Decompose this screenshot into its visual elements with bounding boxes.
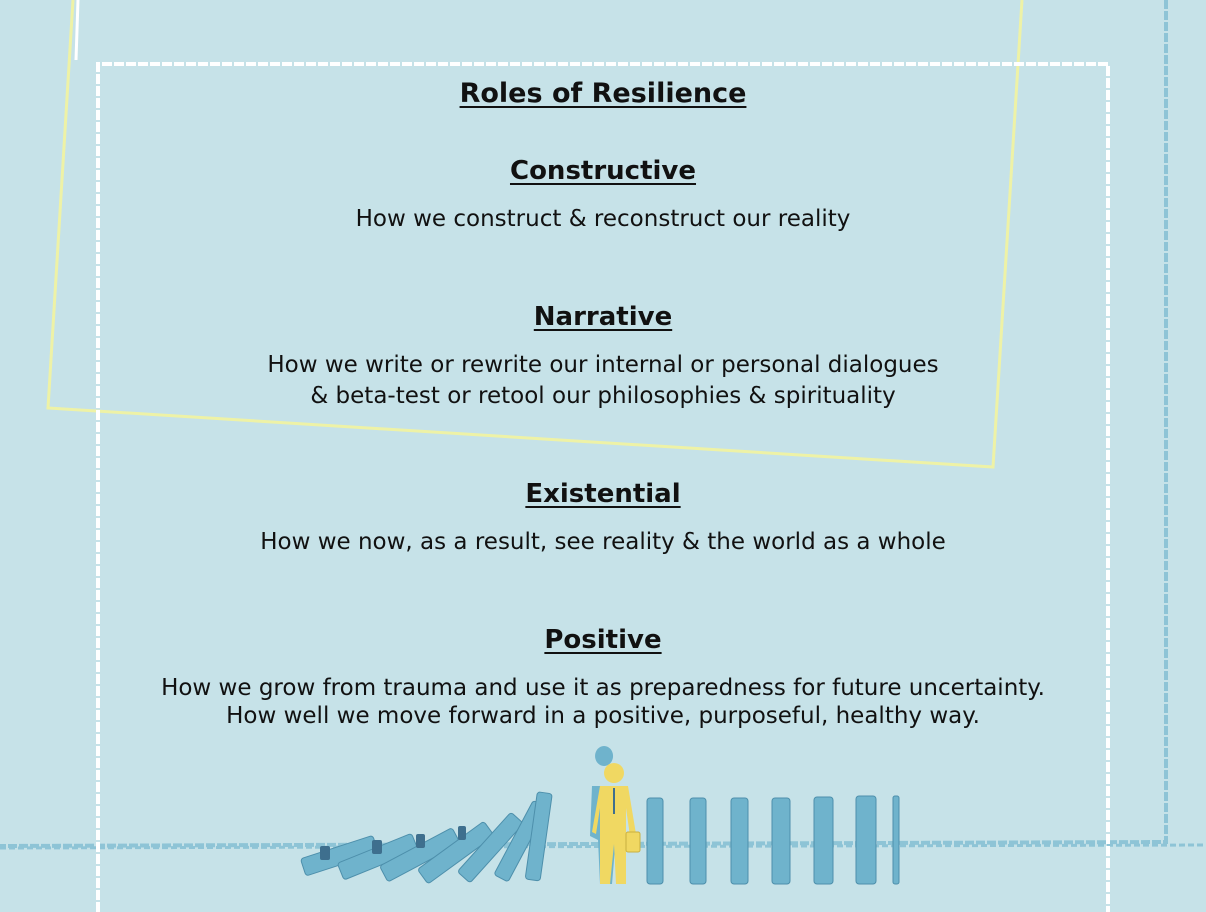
domino-standing <box>689 797 707 885</box>
domino-fallen <box>380 828 460 882</box>
section-text: How we now, as a result, see reality & t… <box>260 529 946 555</box>
domino-fallen <box>418 821 494 884</box>
section-heading: Positive <box>544 625 662 655</box>
content-area: Roles of Resilience Constructive How we … <box>161 78 1045 729</box>
domino-standing <box>730 797 749 885</box>
section-text: How we grow from trauma and use it as pr… <box>161 675 1045 701</box>
domino-tilted <box>525 791 553 882</box>
domino-standing <box>855 795 877 885</box>
person-figure <box>590 746 641 884</box>
section-text: How we write or rewrite our internal or … <box>267 352 939 378</box>
section-text: How well we move forward in a positive, … <box>226 703 980 729</box>
domino-falling <box>458 812 523 883</box>
page-title: Roles of Resilience <box>459 78 747 109</box>
section-heading: Constructive <box>509 156 697 186</box>
yellow-frame <box>46 0 1024 469</box>
section-text: How we construct & reconstruct our reali… <box>355 206 851 232</box>
section-heading: Narrative <box>533 302 673 332</box>
domino-standing <box>646 797 664 885</box>
section-heading: Existential <box>525 479 681 509</box>
domino-standing <box>892 795 900 885</box>
section-text: & beta-test or retool our philosophies &… <box>310 383 896 409</box>
domino-standing <box>813 796 834 885</box>
white-frame <box>96 62 1110 912</box>
domino-standing <box>771 797 791 885</box>
